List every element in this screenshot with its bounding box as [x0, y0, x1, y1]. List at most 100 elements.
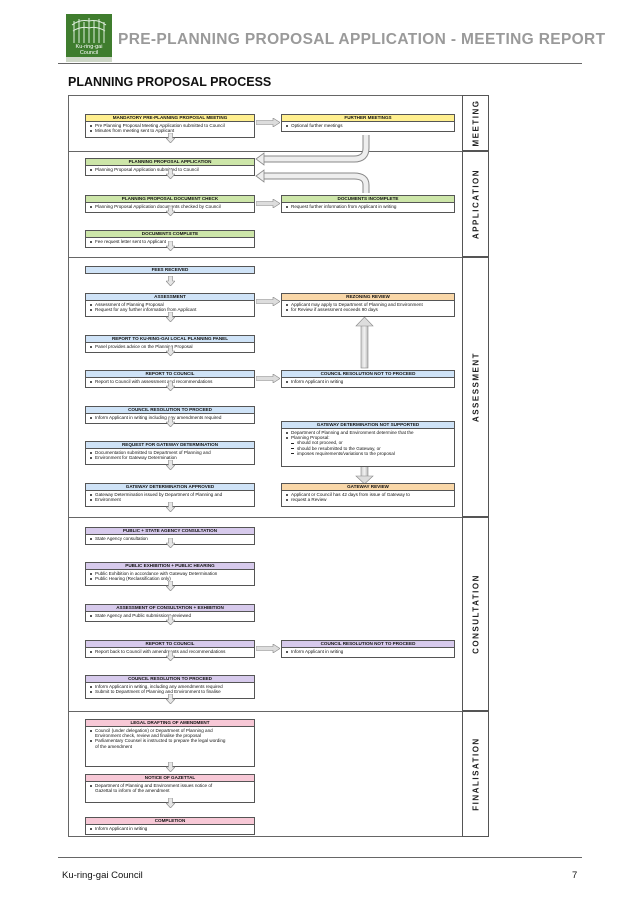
step-fees-received-header: FEES RECEIVED [85, 266, 255, 274]
step-notice-gazettal-details: Department of Planning and Environment i… [85, 782, 255, 803]
phase-application-label: APPLICATION [471, 168, 480, 240]
down-arrow-icon [166, 206, 175, 216]
step-detail-item: State Agency consultation [90, 536, 252, 541]
step-detail-item: Applicant may apply to Department of Pla… [286, 302, 452, 307]
down-arrow-icon [166, 169, 175, 179]
step-rezoning-review-details: Applicant may apply to Department of Pla… [281, 301, 455, 317]
step-documents-incomplete-header: DOCUMENTS INCOMPLETE [281, 195, 455, 203]
phase-separator [68, 517, 489, 518]
step-not-proceed-2-details: Inform Applicant in writing [281, 648, 455, 658]
logo-line-2: Council [79, 50, 99, 56]
footer-organisation: Ku-ring-gai Council [62, 870, 143, 881]
step-detail-item: Gateway Determination issued by Departme… [90, 492, 252, 497]
step-not-proceed-1-details: Inform Applicant in writing [281, 378, 455, 388]
step-detail-item: Public Exhibition in accordance with Gat… [90, 571, 252, 576]
council-logo: Ku-ring-gai Council [66, 14, 112, 62]
step-detail-continuation: Gazettal to inform of the amendment [95, 788, 170, 794]
step-detail-item: Pre Planning Proposal Meeting Applicatio… [90, 123, 252, 128]
step-documents-complete-header: DOCUMENTS COMPLETE [85, 230, 255, 238]
step-detail-item: Planning Proposal Application submitted … [90, 167, 252, 172]
phase-application: APPLICATION [462, 151, 489, 257]
step-rezoning-review-header: REZONING REVIEW [281, 293, 455, 301]
step-detail-item: Optional further meetings [286, 123, 452, 128]
down-arrow-icon [166, 241, 175, 251]
step-gateway-review-header: GATEWAY REVIEW [281, 483, 455, 491]
step-detail-item: Applicant or Council has 42 days from is… [286, 492, 452, 497]
down-arrow-icon [166, 798, 175, 808]
phase-consultation: CONSULTATION [462, 517, 489, 711]
down-arrow-icon [166, 460, 175, 470]
step-detail-item: Minutes from meeting sent to Applicant [90, 128, 252, 133]
step-detail-item: Public Hearing (Reclassification only) [90, 576, 252, 581]
right-arrow-icon [256, 374, 280, 383]
down-arrow-icon [166, 276, 175, 286]
step-report-council-2-header: REPORT TO COUNCIL [85, 640, 255, 648]
phase-finalisation: FINALISATION [462, 711, 489, 837]
down-arrow-icon [166, 133, 175, 143]
step-detail-item: Report back to Council with amendments a… [90, 649, 252, 654]
right-arrow-icon [256, 199, 280, 208]
phase-meeting: MEETING [462, 95, 489, 151]
step-detail-item: Planning Proposal: [286, 435, 452, 440]
step-detail-item: Request further information from Applica… [286, 204, 452, 209]
step-legal-drafting-header: LEGAL DRAFTING OF AMENDMENT [85, 719, 255, 727]
step-report-council-1-header: REPORT TO COUNCIL [85, 370, 255, 378]
step-detail-continuation: of the amendment [95, 743, 133, 749]
step-further-meetings-details: Optional further meetings [281, 122, 455, 132]
down-arrow-icon [166, 694, 175, 704]
step-detail-subitem: should not proceed, or [291, 440, 452, 445]
step-report-lpp-header: REPORT TO KU-RING-GAI LOCAL PLANNING PAN… [85, 335, 255, 343]
step-gateway-not-supported-details: Department of Planning and Environment d… [281, 429, 455, 467]
down-arrow-icon [166, 417, 175, 427]
footer-divider [58, 857, 582, 858]
step-detail-item: Assessment of Planning Proposal [90, 302, 252, 307]
section-title: PLANNING PROPOSAL PROCESS [68, 75, 272, 89]
down-arrow-icon [166, 312, 175, 322]
step-detail-item: Fee request letter sent to Applicant [90, 239, 252, 244]
step-detail-subitem: imposes requirements/variations to the p… [291, 451, 452, 456]
step-completion-details: Inform Applicant in writing [85, 825, 255, 835]
page-title: PRE-PLANNING PROPOSAL APPLICATION - MEET… [118, 31, 606, 48]
phase-assessment: ASSESSMENT [462, 257, 489, 517]
down-arrow-icon [166, 502, 175, 512]
tree-icon [71, 18, 107, 43]
right-arrow-icon [256, 297, 280, 306]
header-divider [58, 63, 582, 64]
down-arrow-icon [166, 615, 175, 625]
down-arrow-icon [166, 651, 175, 661]
phase-assessment-label: ASSESSMENT [471, 351, 480, 423]
step-resolution-proceed-2-header: COUNCIL RESOLUTION TO PROCEED [85, 675, 255, 683]
step-pp-application-header: PLANNING PROPOSAL APPLICATION [85, 158, 255, 166]
step-detail-item: Council (under delegation) or Department… [90, 728, 252, 733]
step-mandatory-meeting-header: MANDATORY PRE-PLANNING PROPOSAL MEETING [85, 114, 255, 122]
phase-finalisation-label: FINALISATION [471, 737, 480, 811]
step-document-check-header: PLANNING PROPOSAL DOCUMENT CHECK [85, 195, 255, 203]
step-public-consultation-header: PUBLIC + STATE AGENCY CONSULTATION [85, 527, 255, 535]
step-assessment-consultation-header: ASSESSMENT OF CONSULTATION + EXHIBITION [85, 604, 255, 612]
phase-meeting-label: MEETING [471, 99, 480, 147]
step-public-exhibition-header: PUBLIC EXHIBITION + PUBLIC HEARING [85, 562, 255, 570]
phase-consultation-label: CONSULTATION [471, 574, 480, 654]
step-notice-gazettal-header: NOTICE OF GAZETTAL [85, 774, 255, 782]
step-detail-item: for Review if assessment exceeds 90 days [286, 307, 452, 312]
logo-band [66, 57, 112, 62]
down-arrow-icon [166, 346, 175, 356]
step-detail-item: Planning Proposal Application documents … [90, 204, 252, 209]
phase-separator [68, 257, 489, 258]
down-arrow-icon [166, 538, 175, 548]
phase-separator [68, 151, 489, 152]
step-not-proceed-2-header: COUNCIL RESOLUTION NOT TO PROCEED [281, 640, 455, 648]
step-detail-item: Department of Planning and Environment i… [90, 783, 252, 788]
step-legal-drafting-details: Council (under delegation) or Department… [85, 727, 255, 767]
step-completion-header: COMPLETION [85, 817, 255, 825]
step-detail-continuation: Environment check, review and finalise t… [95, 733, 201, 739]
step-detail-item: Inform Applicant in writing [286, 649, 452, 654]
step-detail-item: Submit to Department of Planning and Env… [90, 689, 252, 694]
step-gateway-not-supported-header: GATEWAY DETERMINATION NOT SUPPORTED [281, 421, 455, 429]
logo-line-1: Ku-ring-gai [75, 44, 103, 50]
right-arrow-icon [256, 118, 280, 127]
step-documents-incomplete-details: Request further information from Applica… [281, 203, 455, 213]
step-further-meetings-header: FURTHER MEETINGS [281, 114, 455, 122]
right-arrow-icon [256, 644, 280, 653]
step-detail-item: Environment for Gateway Determination [90, 455, 252, 460]
